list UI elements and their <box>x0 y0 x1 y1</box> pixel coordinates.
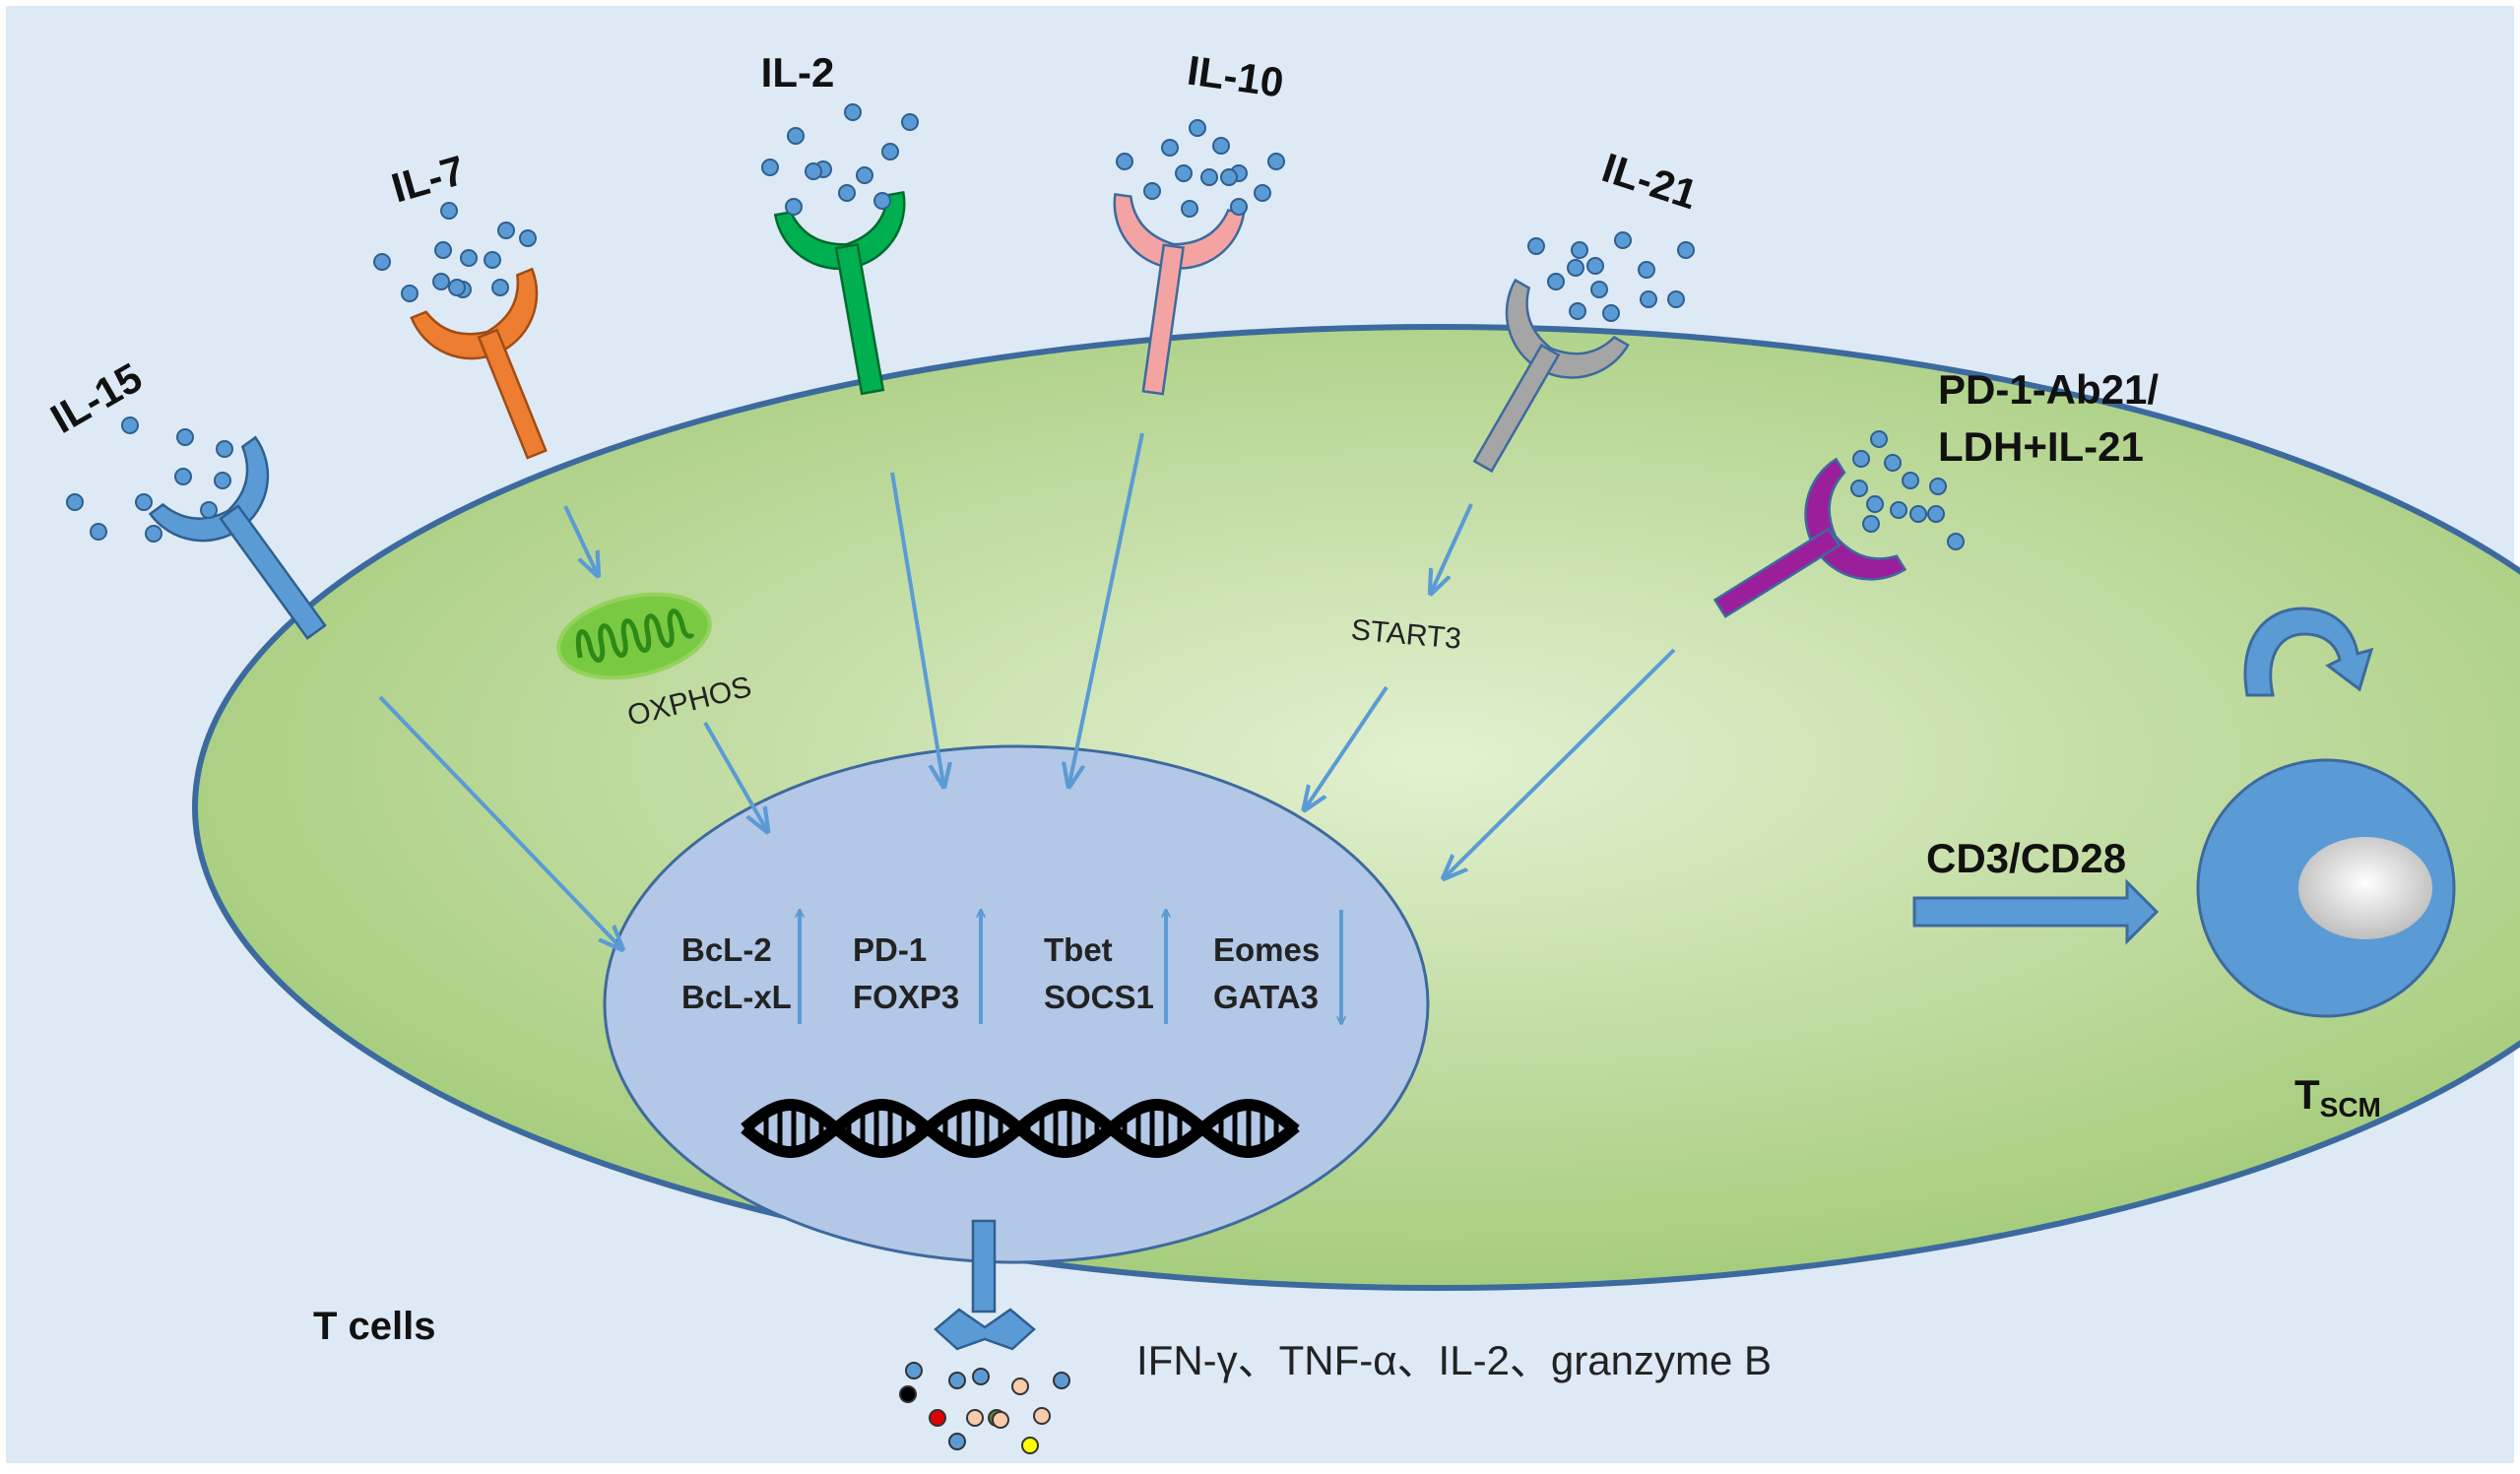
arrow-oxphos-to-nucleus <box>703 722 766 829</box>
dna-helix-icon <box>741 1099 1300 1158</box>
gene-1-bottom: BcL-xL <box>681 979 792 1015</box>
secreted-molecules <box>899 1362 1070 1454</box>
pd1-label-line1: PD-1-Ab21/ <box>1938 366 2159 413</box>
il2-label: IL-2 <box>761 49 835 96</box>
il7-dots <box>373 202 537 302</box>
mitochondrion-icon <box>556 592 712 680</box>
arrow-stat3-to-nucleus <box>1306 685 1389 807</box>
il10-receptor <box>1113 192 1246 396</box>
gene-4-top: Eomes <box>1213 931 1320 968</box>
secretion-receptor <box>934 1219 1036 1351</box>
il15-dots <box>66 417 233 543</box>
arrow-il21-to-stat3 <box>1432 503 1473 591</box>
gene-2-bottom: FOXP3 <box>853 979 959 1015</box>
secreted-cytokines-label: IFN-γ、TNF-α、IL-2、granzyme B <box>1136 1337 1772 1383</box>
il2-dots <box>761 103 919 216</box>
dna-strand <box>741 1099 1300 1158</box>
gene-2-top: PD-1 <box>853 931 927 968</box>
il2-receptor <box>773 190 906 396</box>
cytokine-dots <box>66 103 1965 550</box>
gene-1-top: BcL-2 <box>681 931 772 968</box>
pd1-label-line2: LDH+IL-21 <box>1938 423 2144 470</box>
il10-dots <box>1116 119 1285 218</box>
stimulation-arrow-icon <box>1912 878 2160 945</box>
gene-panel: BcL-2 BcL-xL PD-1 FOXP3 Tbet SOCS1 Eomes… <box>681 910 1341 1024</box>
t-cells-label: T cells <box>313 1305 436 1348</box>
il15-receptor <box>148 435 327 640</box>
il21-dots <box>1527 231 1695 322</box>
self-renewal-arrow-icon <box>2243 607 2374 697</box>
arrow-il10-to-nucleus <box>1069 432 1144 784</box>
arrow-pd1-to-nucleus <box>1446 648 1676 876</box>
gene-4-bottom: GATA3 <box>1213 979 1319 1015</box>
cd3-cd28-label: CD3/CD28 <box>1926 835 2126 881</box>
arrow-il15-to-nucleus <box>378 695 620 947</box>
tscm-label: TSCM <box>2294 1071 2381 1122</box>
gene-3-bottom: SOCS1 <box>1044 979 1154 1015</box>
pd1-receptor <box>1712 457 1907 618</box>
il21-receptor <box>1472 278 1630 474</box>
signal-arrows <box>378 432 1676 947</box>
tscm-label-sub: SCM <box>2320 1092 2381 1122</box>
pd1-dots <box>1850 430 1965 550</box>
il7-receptor <box>410 267 548 460</box>
tscm-nucleus <box>2298 837 2432 939</box>
gene-3-top: Tbet <box>1044 931 1113 968</box>
tscm-label-main: T <box>2294 1071 2320 1118</box>
arrow-il7-to-mitochondrion <box>563 505 597 573</box>
arrow-il2-to-nucleus <box>890 472 943 784</box>
